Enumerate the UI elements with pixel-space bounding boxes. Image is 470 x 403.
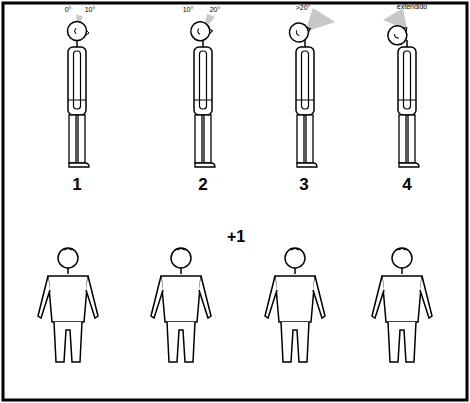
outer-frame xyxy=(3,3,467,400)
side-figure xyxy=(383,8,419,167)
front-figure xyxy=(151,248,211,362)
angle-label: 0° xyxy=(65,6,72,13)
side-figure xyxy=(286,8,335,167)
angle-label: 10° xyxy=(183,6,194,13)
head xyxy=(384,20,413,49)
front-figure xyxy=(38,248,98,362)
figure-number: 4 xyxy=(402,176,411,193)
position-label: extendido xyxy=(397,3,427,10)
figure-number: 2 xyxy=(198,176,207,193)
angle-label: 10° xyxy=(85,6,96,13)
front-figure xyxy=(372,248,432,362)
figure-number: 3 xyxy=(299,176,308,193)
head xyxy=(68,22,90,41)
angle-label: >20° xyxy=(296,4,311,11)
front-figure xyxy=(265,248,325,362)
body xyxy=(68,40,89,167)
head xyxy=(189,19,214,42)
angle-label: 20° xyxy=(210,6,221,13)
body xyxy=(194,40,215,167)
body xyxy=(296,40,317,167)
side-figure xyxy=(68,14,90,167)
body xyxy=(398,40,419,167)
head xyxy=(286,19,314,46)
figure-number: 1 xyxy=(72,176,81,193)
side-figure xyxy=(189,14,215,167)
score-label: +1 xyxy=(227,229,245,245)
